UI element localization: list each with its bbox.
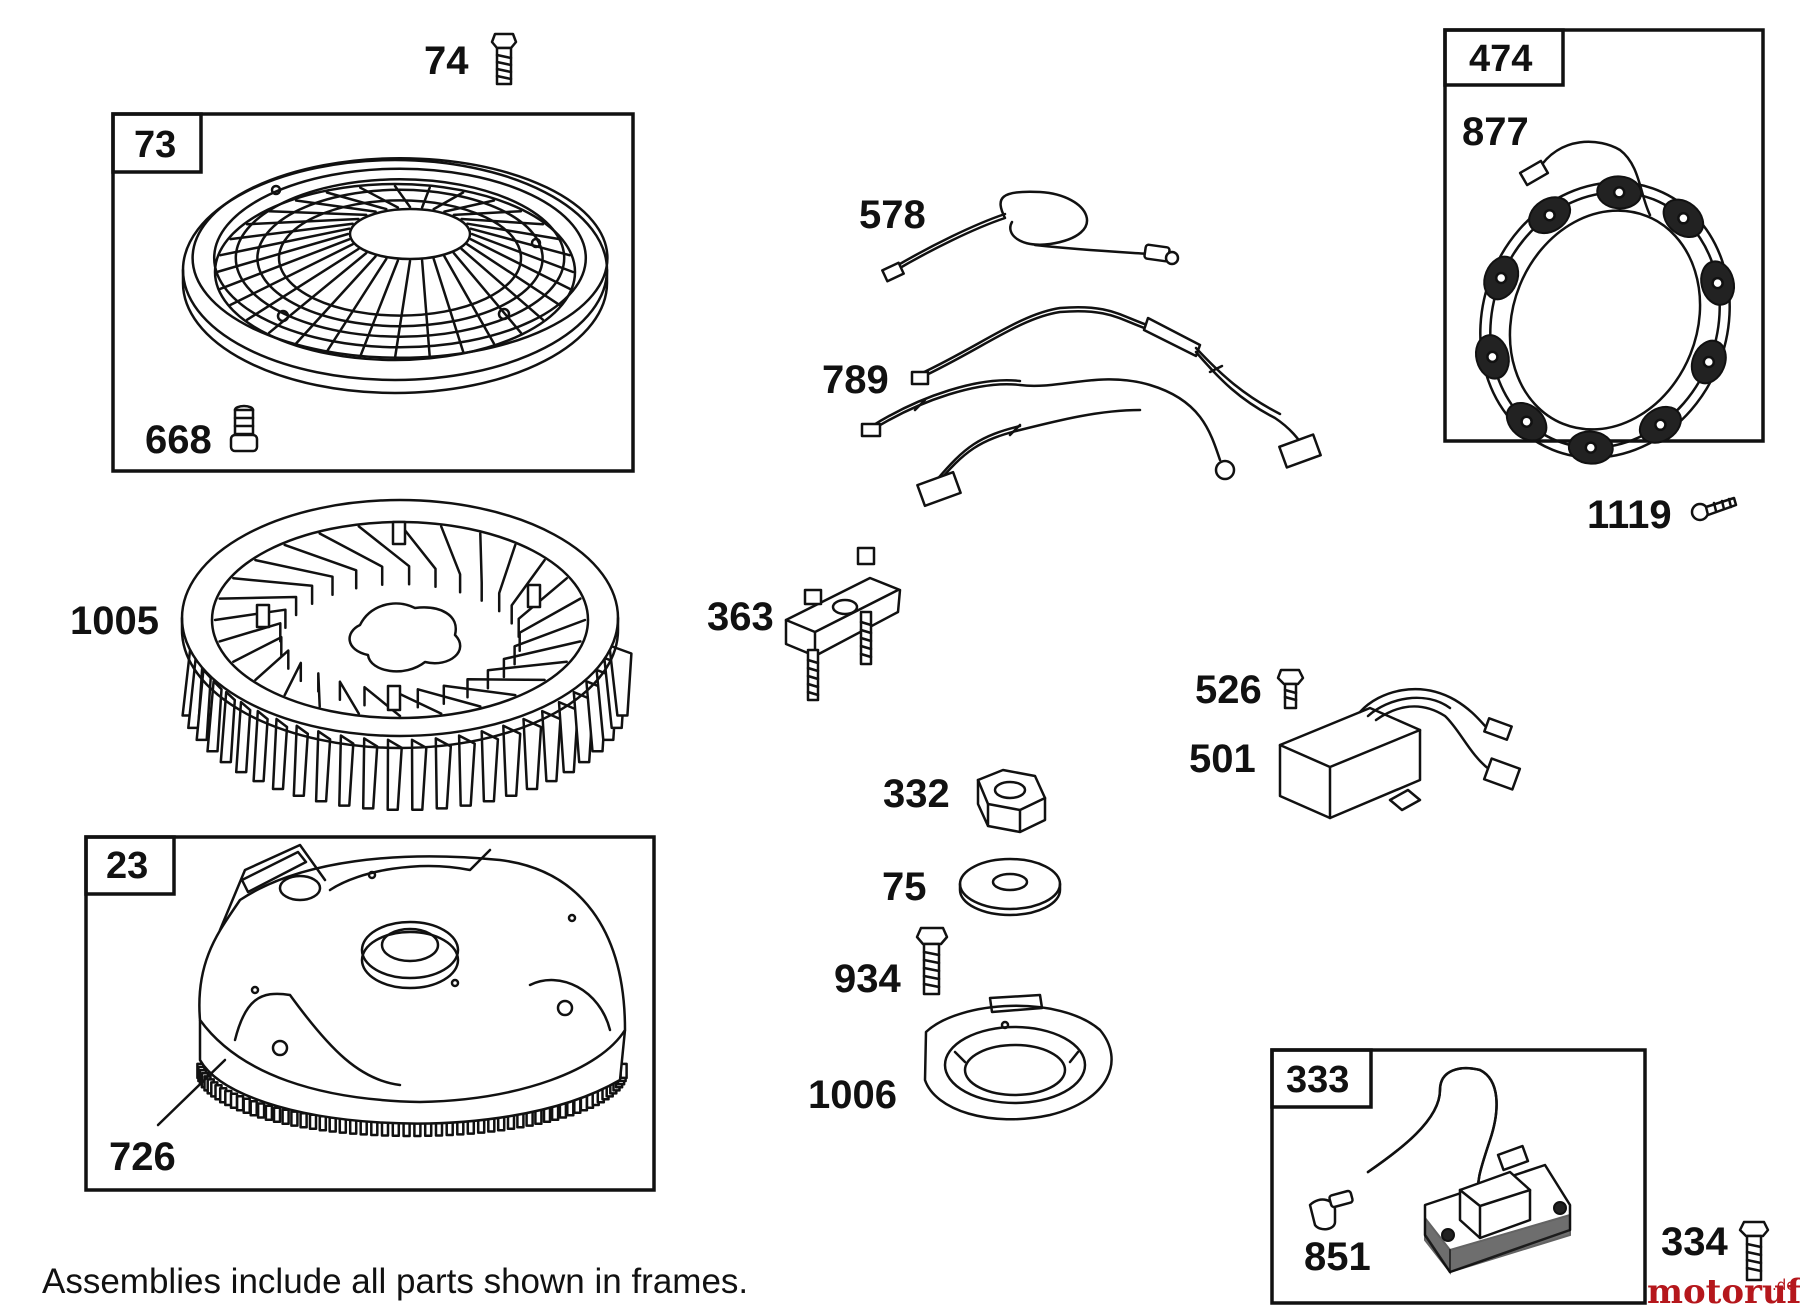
label-1005: 1005 — [70, 599, 159, 643]
bracket-363-drawing — [784, 546, 902, 702]
bolt-74-drawing — [490, 32, 518, 86]
frame-label-73: 73 — [134, 124, 176, 166]
bolt-334-drawing — [1738, 1220, 1770, 1282]
label-851: 851 — [1304, 1235, 1371, 1279]
label-934: 934 — [834, 957, 901, 1001]
label-877: 877 — [1462, 110, 1529, 154]
frame-73: 73 — [111, 112, 635, 473]
watermark: motoruf .de — [1647, 1272, 1800, 1312]
frame-label-474: 474 — [1469, 38, 1532, 80]
fan-screen-73-drawing — [181, 156, 609, 395]
label-789: 789 — [822, 358, 889, 402]
flywheel-23-drawing — [156, 843, 628, 1138]
stud-668-drawing — [229, 404, 259, 453]
assemblies-note: Assemblies include all parts shown in fr… — [42, 1262, 748, 1301]
label-363: 363 — [707, 595, 774, 639]
watermark-suffix: .de — [1772, 1276, 1796, 1294]
screw-526-drawing — [1276, 668, 1305, 710]
label-334: 334 — [1661, 1220, 1728, 1264]
label-74: 74 — [424, 39, 469, 83]
screw-1119-drawing — [1690, 496, 1738, 522]
regulator-501-drawing — [1278, 687, 1522, 820]
frame-333: 333 — [1270, 1048, 1647, 1305]
frame-label-23: 23 — [106, 845, 148, 887]
label-1006: 1006 — [808, 1073, 897, 1117]
label-668: 668 — [145, 418, 212, 462]
label-1119: 1119 — [1587, 493, 1672, 537]
cup-1006-drawing — [923, 993, 1113, 1121]
label-578: 578 — [859, 193, 926, 237]
label-726: 726 — [109, 1135, 176, 1179]
stator-474-drawing — [1474, 140, 1736, 465]
fan-1005-drawing — [180, 498, 633, 812]
frame-23: 23 — [84, 835, 656, 1192]
nut-332-drawing — [976, 768, 1047, 834]
label-332: 332 — [883, 772, 950, 816]
washer-75-drawing — [958, 857, 1062, 917]
label-501: 501 — [1189, 737, 1256, 781]
frame-label-333: 333 — [1286, 1059, 1349, 1101]
label-75: 75 — [882, 865, 927, 909]
harness-789-drawing — [860, 306, 1322, 508]
bolt-934-drawing — [915, 926, 949, 996]
watermark-brand: motoruf — [1647, 1272, 1800, 1312]
label-526: 526 — [1195, 668, 1262, 712]
coil-333-drawing — [1308, 1066, 1572, 1275]
wire-578-drawing — [881, 190, 1180, 283]
